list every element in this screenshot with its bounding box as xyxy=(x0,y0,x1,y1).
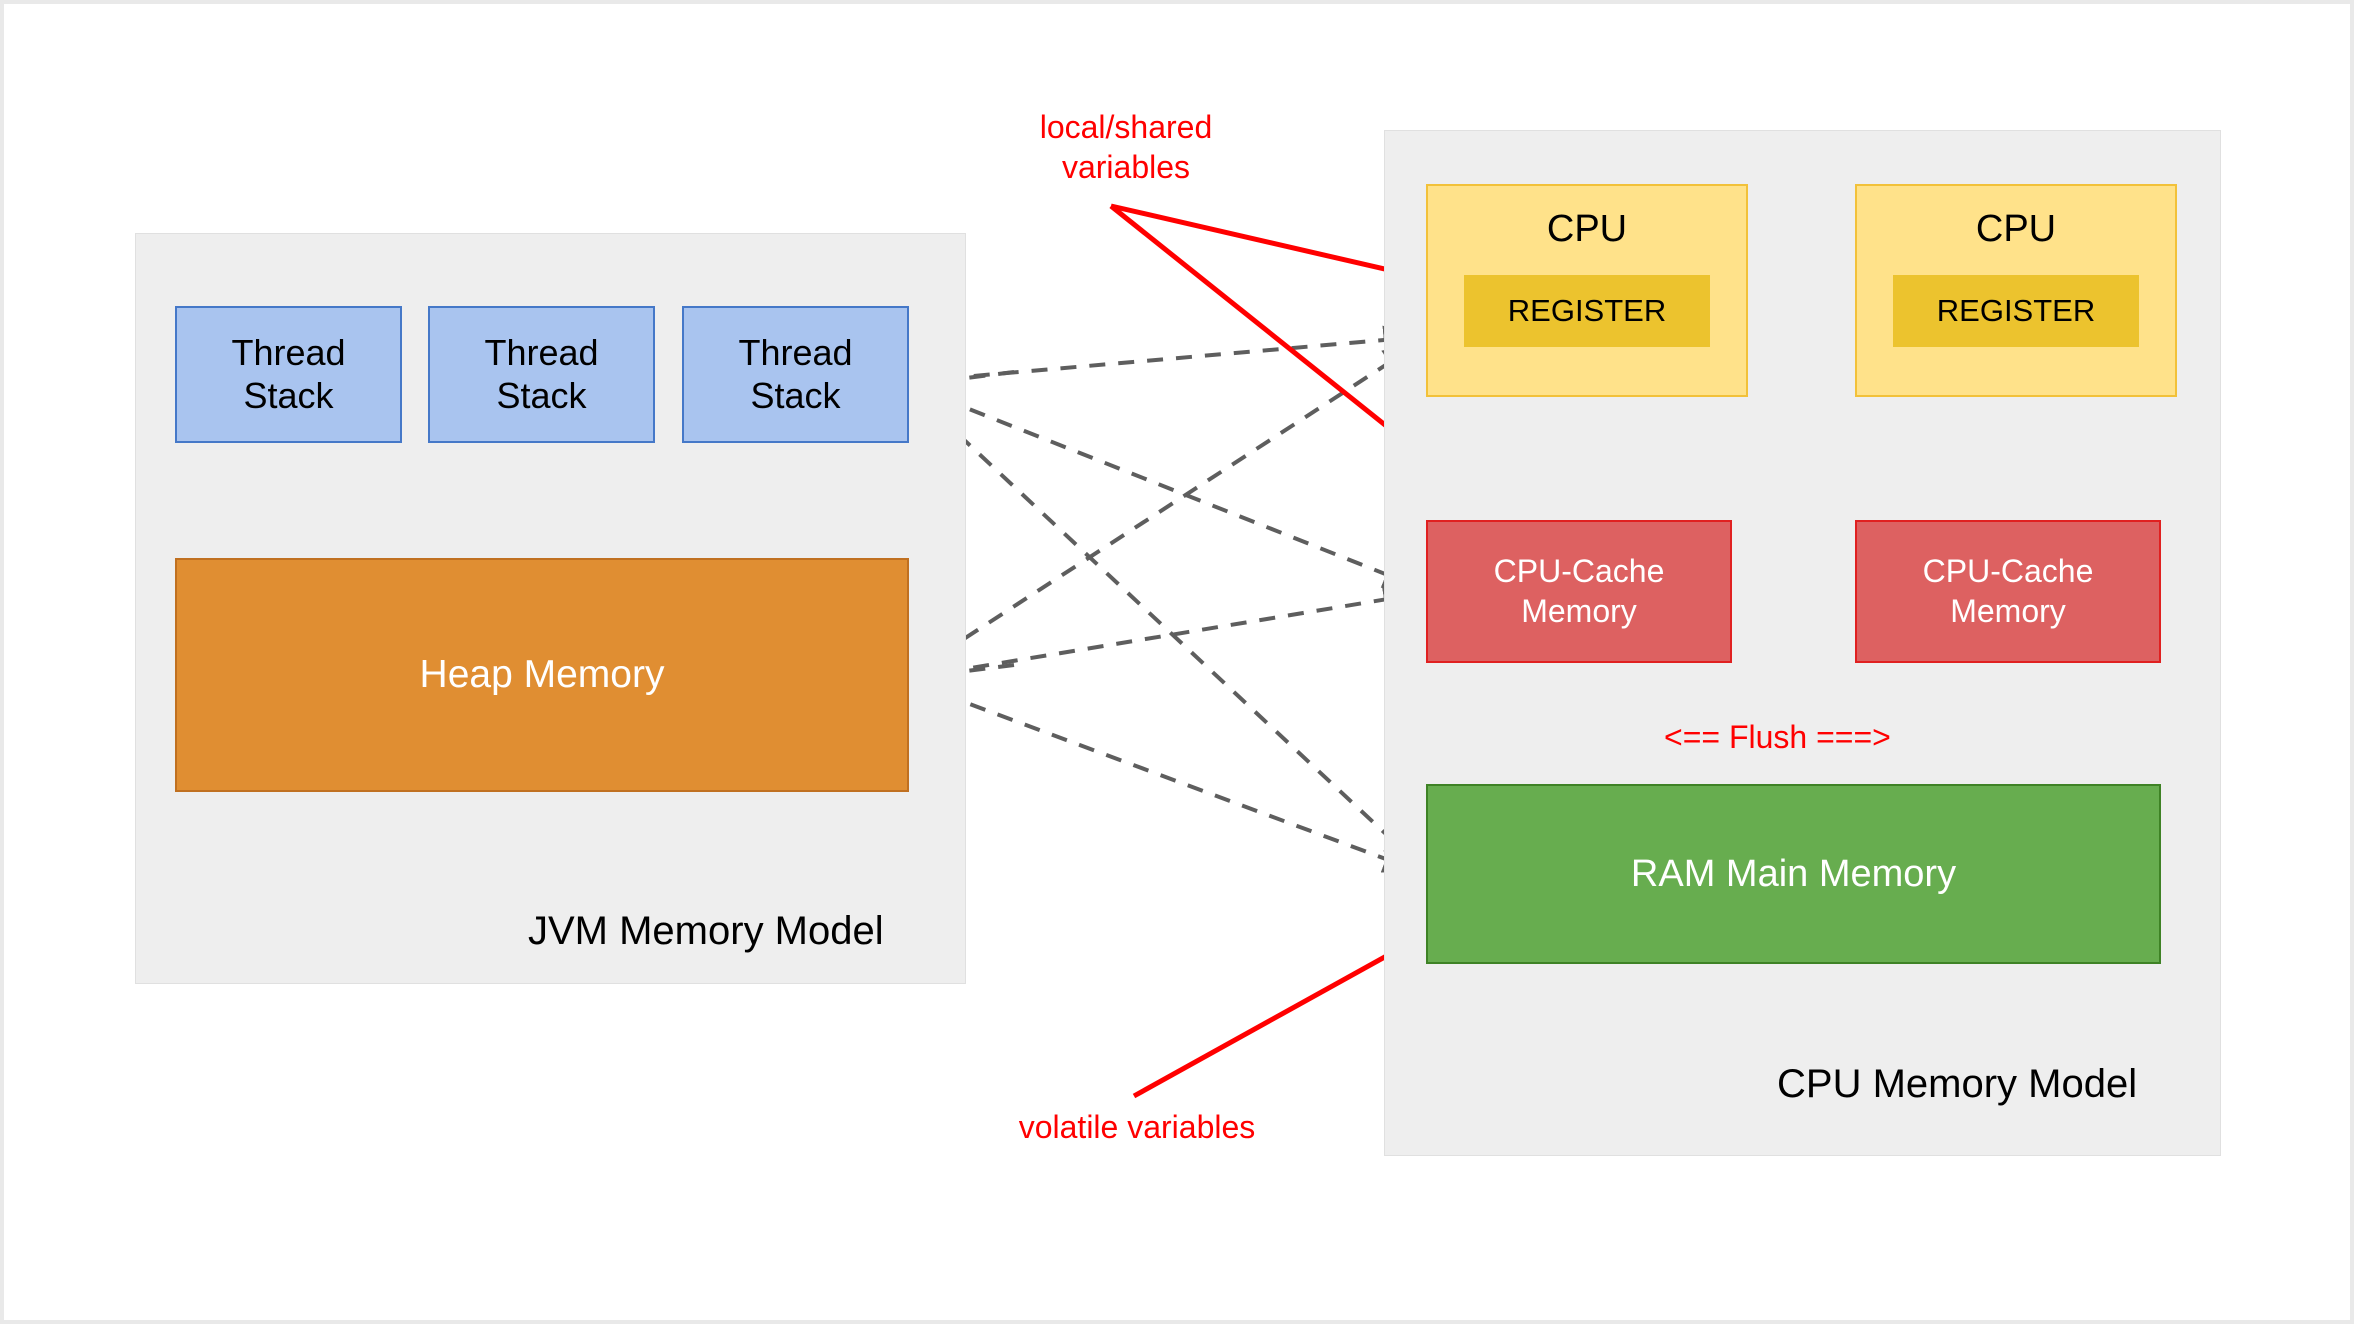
heap-memory-label: Heap Memory xyxy=(419,652,665,696)
volatile-variables-annotation: volatile variables xyxy=(1018,1109,1256,1145)
connector-heap-to-cache xyxy=(915,585,1420,679)
flush-label: <== Flush ===> xyxy=(1664,719,1891,755)
connector-heap-to-cpu xyxy=(914,342,1420,672)
thread-stack-label-2: Thread Stack xyxy=(484,332,599,416)
register-box-1[interactable]: REGISTER xyxy=(1464,275,1710,347)
thread-stack-label-3: Thread Stack xyxy=(738,332,853,416)
local-shared-variables-annotation: local/shared variables xyxy=(1039,109,1213,185)
thread-stack-box-2[interactable]: Thread Stack xyxy=(428,306,655,443)
cpu-cache-label-1: CPU-Cache Memory xyxy=(1493,553,1665,629)
thread-stack-box-3[interactable]: Thread Stack xyxy=(682,306,909,443)
ram-main-memory-label: RAM Main Memory xyxy=(1630,852,1957,895)
cpu-box-2[interactable]: CPU REGISTER xyxy=(1855,184,2177,397)
cpu-label-2: CPU xyxy=(1975,208,2057,250)
heap-memory-box[interactable]: Heap Memory xyxy=(175,558,909,792)
cpu-box-1[interactable]: CPU REGISTER xyxy=(1426,184,1748,397)
connector-heap-to-ram xyxy=(915,682,1420,873)
register-box-2[interactable]: REGISTER xyxy=(1893,275,2139,347)
thread-stack-label-1: Thread Stack xyxy=(231,332,346,416)
connector-threadstack-to-cpu xyxy=(915,325,1420,383)
register-label-2: REGISTER xyxy=(1936,293,2096,328)
ram-main-memory-box[interactable]: RAM Main Memory xyxy=(1426,784,2161,964)
cpu-label-1: CPU xyxy=(1546,208,1628,250)
cpu-memory-model-title: CPU Memory Model xyxy=(1777,1062,2138,1106)
cpu-cache-label-2: CPU-Cache Memory xyxy=(1922,553,2094,629)
cpu-cache-memory-box-1[interactable]: CPU-Cache Memory xyxy=(1426,520,1732,663)
connector-threadstack-to-cache xyxy=(915,386,1420,589)
connector-threadstack-to-ram xyxy=(914,393,1420,866)
thread-stack-box-1[interactable]: Thread Stack xyxy=(175,306,402,443)
jvm-memory-model-title: JVM Memory Model xyxy=(528,909,884,953)
register-label-1: REGISTER xyxy=(1507,293,1667,328)
cpu-cache-memory-box-2[interactable]: CPU-Cache Memory xyxy=(1855,520,2161,663)
